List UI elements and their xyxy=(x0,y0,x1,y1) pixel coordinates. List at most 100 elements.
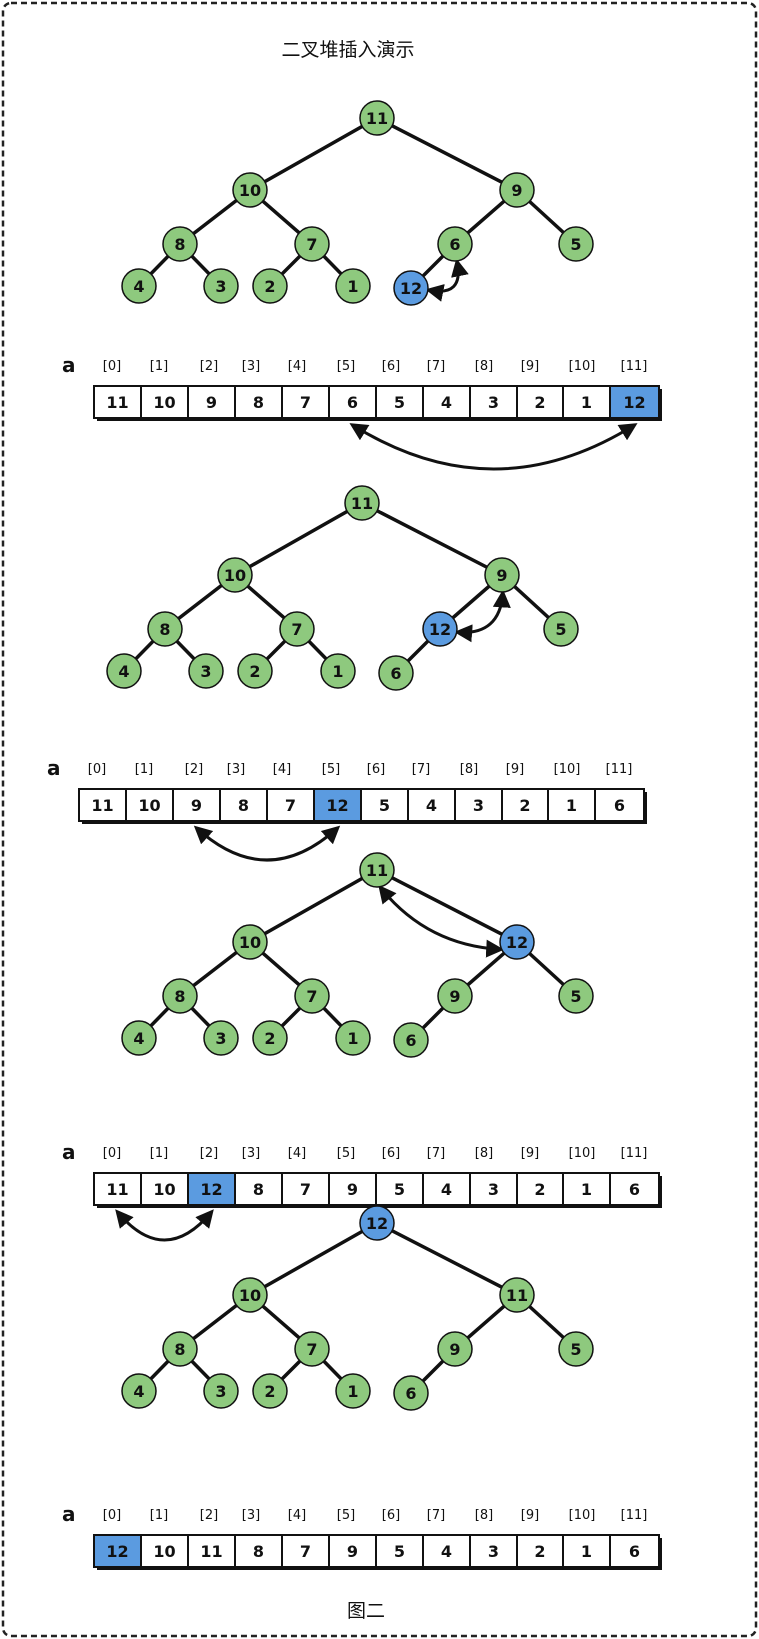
array-cell-box xyxy=(93,1172,142,1206)
heap-node-circle xyxy=(393,1375,429,1411)
array-cell: 10 xyxy=(140,1534,189,1568)
array-index-label: [0] xyxy=(103,1146,121,1161)
array-cell: 11 xyxy=(187,1534,236,1568)
heap-node-circle xyxy=(499,924,535,960)
heap-node-circle xyxy=(558,978,594,1014)
array-index-label: [3] xyxy=(242,359,260,374)
array-cell-box xyxy=(93,1534,142,1568)
heap-node-value: 5 xyxy=(570,1340,581,1359)
heap-node: 7 xyxy=(294,226,330,262)
array-cell-value: 12 xyxy=(326,796,348,815)
array-cell-value: 6 xyxy=(629,1180,640,1199)
array-index-label: [9] xyxy=(506,762,524,777)
array-cell-value: 5 xyxy=(394,393,405,412)
array-cell: 11 xyxy=(93,385,142,419)
array-index-label: [4] xyxy=(288,359,306,374)
array-cell-box xyxy=(328,1534,377,1568)
heap-node: 12 xyxy=(499,924,535,960)
array-index-label: [11] xyxy=(621,359,648,374)
array-cell: 4 xyxy=(422,1534,471,1568)
array-index-label: [11] xyxy=(606,762,633,777)
array-cell: 3 xyxy=(469,385,518,419)
heap-node: 5 xyxy=(558,978,594,1014)
array-cell: 8 xyxy=(234,1172,283,1206)
array-cell: 9 xyxy=(172,788,221,822)
array-cell: 6 xyxy=(609,1172,660,1206)
heap-node: 12 xyxy=(393,270,429,306)
array-cell: 2 xyxy=(501,788,549,822)
array-index-label: [11] xyxy=(621,1146,648,1161)
array-cell: 9 xyxy=(328,1534,377,1568)
tree-swap-arrow xyxy=(425,258,469,302)
heap-node-circle xyxy=(359,852,395,888)
array-cell-value: 2 xyxy=(519,796,530,815)
heap-node-value: 4 xyxy=(118,662,129,681)
array-cell-box xyxy=(454,788,503,822)
heap-node-value: 4 xyxy=(133,1029,144,1048)
array-cell-box xyxy=(93,385,142,419)
heap-node-value: 11 xyxy=(351,494,373,513)
heap-node-value: 12 xyxy=(366,1214,388,1233)
heap-node: 4 xyxy=(121,1020,157,1056)
heap-node: 2 xyxy=(252,268,288,304)
heap-node-circle xyxy=(335,268,371,304)
array-index-label: [10] xyxy=(569,359,596,374)
heap-node: 5 xyxy=(558,1331,594,1367)
array-index-label: [2] xyxy=(185,762,203,777)
array-cell-value: 5 xyxy=(379,796,390,815)
heap-node: 11 xyxy=(359,852,395,888)
array-cell: 9 xyxy=(328,1172,377,1206)
heap-node: 10 xyxy=(217,557,253,593)
array-index-label: [8] xyxy=(475,359,493,374)
heap-node: 9 xyxy=(499,172,535,208)
array-cell-value: 4 xyxy=(426,796,437,815)
heap-node-value: 2 xyxy=(264,277,275,296)
array-index-label: [10] xyxy=(554,762,581,777)
array-row: a[0][1][2][3][4][5][6][7][8][9][10][11]1… xyxy=(62,353,662,471)
heap-node-value: 8 xyxy=(174,235,185,254)
heap-node-circle xyxy=(162,226,198,262)
array-index-label: [2] xyxy=(200,1508,218,1523)
array-cell-box xyxy=(266,788,315,822)
heap-node-value: 7 xyxy=(306,1340,317,1359)
array-index-label: [7] xyxy=(427,359,445,374)
heap-node: 2 xyxy=(252,1373,288,1409)
heap-node-circle xyxy=(188,653,224,689)
array-cell-box xyxy=(562,1534,611,1568)
array-index-label: [10] xyxy=(569,1508,596,1523)
array-index-label: [9] xyxy=(521,1146,539,1161)
heap-node: 8 xyxy=(147,611,183,647)
array-cell-value: 8 xyxy=(238,796,249,815)
heap-node-circle xyxy=(294,226,330,262)
heap-node-value: 11 xyxy=(506,1286,528,1305)
array-cell-box xyxy=(516,385,564,419)
heap-node-circle xyxy=(294,1331,330,1367)
array-cell: 1 xyxy=(547,788,596,822)
heap-node: 4 xyxy=(121,268,157,304)
tree-swap-arrow xyxy=(378,884,505,958)
heap-node-value: 9 xyxy=(496,566,507,585)
heap-node: 5 xyxy=(543,611,579,647)
array-cell: 2 xyxy=(516,385,564,419)
heap-node-circle xyxy=(237,653,273,689)
tree-edge xyxy=(375,116,519,192)
array-cell-value: 7 xyxy=(285,796,296,815)
array-cell-value: 10 xyxy=(138,796,160,815)
array-cell: 5 xyxy=(375,385,424,419)
heap-node: 10 xyxy=(232,1277,268,1313)
heap-node-value: 6 xyxy=(405,1384,416,1403)
heap-node-value: 10 xyxy=(239,181,261,200)
heap-node: 8 xyxy=(162,978,198,1014)
heap-node-circle xyxy=(232,172,268,208)
array-cell: 5 xyxy=(360,788,409,822)
array-cell: 7 xyxy=(266,788,315,822)
array-cell-value: 7 xyxy=(300,1180,311,1199)
heap-node-value: 6 xyxy=(449,235,460,254)
array-cell-value: 10 xyxy=(153,393,175,412)
array-cell-box xyxy=(469,385,518,419)
array-cell: 12 xyxy=(93,1534,142,1568)
